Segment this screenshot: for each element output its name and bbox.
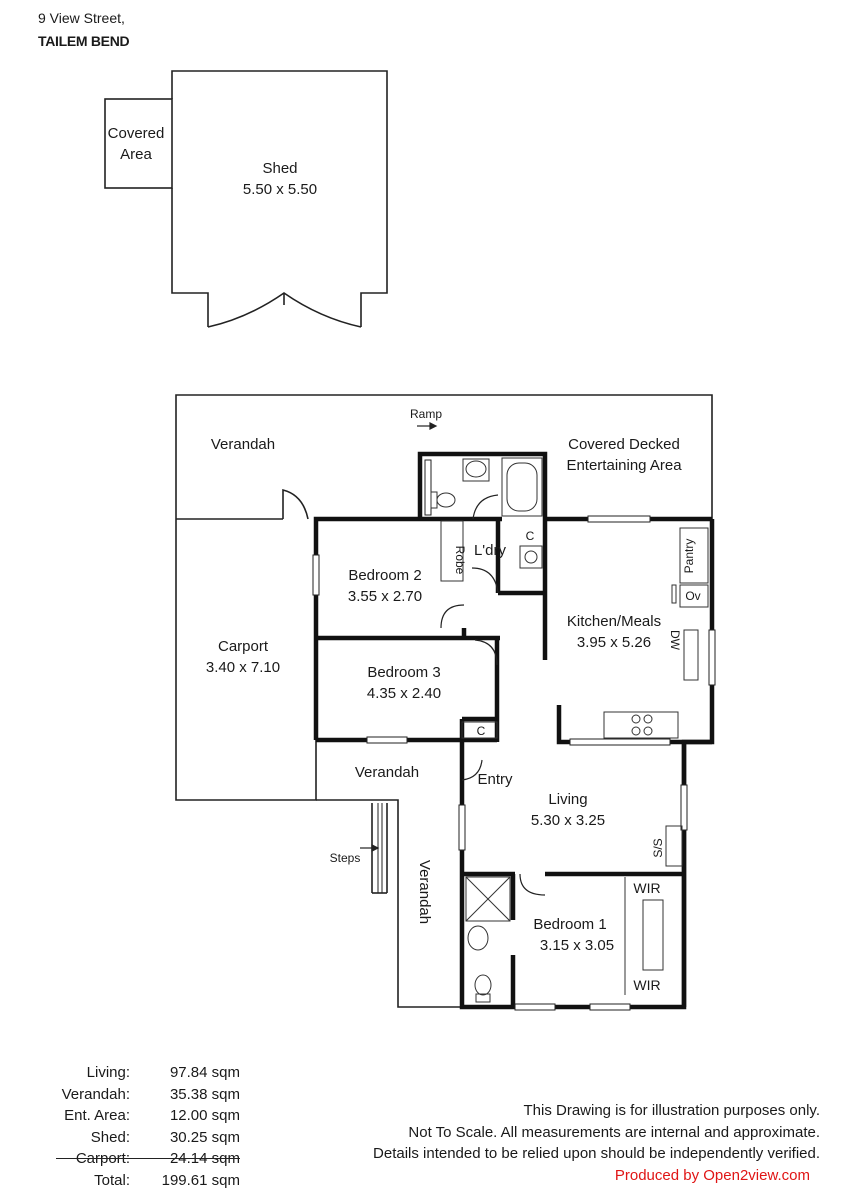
area-summary: Living: 97.84 sqm Verandah: 35.38 sqm En…	[40, 1062, 240, 1191]
robe-label: Robe	[453, 546, 467, 575]
bedroom1-label: Bedroom 1	[533, 916, 606, 933]
area-row-ent-area: Ent. Area: 12.00 sqm	[40, 1105, 240, 1127]
arrow-marks	[360, 422, 438, 852]
address-suburb: TAILEM BEND	[38, 33, 130, 49]
kitchen-label: Kitchen/Meals	[567, 613, 661, 630]
carport-dims: 3.40 x 7.10	[206, 659, 280, 676]
verandah-top-label: Verandah	[211, 436, 275, 453]
covered-area-label-2: Area	[120, 146, 152, 163]
produced-by: Produced by Open2view.com	[614, 1166, 810, 1184]
area-row-verandah: Verandah: 35.38 sqm	[40, 1084, 240, 1106]
bedroom2-dims: 3.55 x 2.70	[348, 588, 422, 605]
pantry-label: Pantry	[682, 539, 696, 574]
address-street: 9 View Street,	[38, 10, 125, 26]
area-row-living: Living: 97.84 sqm	[40, 1062, 240, 1084]
disclaimer-line-1: This Drawing is for illustration purpose…	[523, 1102, 820, 1119]
decked-label-1: Covered Decked	[568, 436, 680, 453]
shed-dims: 5.50 x 5.50	[243, 181, 317, 198]
area-value: 35.38 sqm	[169, 1085, 240, 1103]
wir-label-1: WIR	[633, 880, 660, 896]
area-label: Ent. Area:	[64, 1107, 130, 1124]
area-row-shed: Shed: 30.25 sqm	[40, 1127, 240, 1149]
verandah-mid-label: Verandah	[355, 764, 419, 781]
area-row-total: Total: 199.61 sqm	[40, 1170, 240, 1192]
bedroom1-dims: 3.15 x 3.05	[540, 937, 614, 954]
living-label: Living	[548, 791, 587, 808]
area-value: 97.84 sqm	[169, 1064, 240, 1081]
area-label: Total:	[94, 1171, 130, 1189]
disclaimer-line-2: Not To Scale. All measurements are inter…	[408, 1123, 820, 1141]
ss-label: S/S	[651, 838, 665, 857]
area-value: 30.25 sqm	[169, 1128, 240, 1146]
shed-outline	[104, 70, 388, 328]
area-value: 12.00 sqm	[169, 1107, 240, 1124]
ramp-label: Ramp	[410, 407, 442, 421]
decked-label-2: Entertaining Area	[566, 457, 682, 474]
disclaimer: This Drawing is for illustration purpose…	[373, 1100, 820, 1186]
disclaimer-line-3: Details intended to be relied upon shoul…	[373, 1145, 820, 1162]
fixtures	[430, 457, 709, 1003]
verandah-outline	[175, 394, 713, 1008]
wir-label-2: WIR	[633, 977, 660, 993]
steps-label: Steps	[330, 851, 361, 865]
covered-area-label-1: Covered	[108, 125, 165, 142]
total-divider	[56, 1158, 240, 1159]
interior-walls	[313, 451, 715, 1010]
laundry-cupboard-label: C	[526, 529, 535, 543]
laundry-label: L'dry	[474, 542, 507, 559]
area-label: Shed:	[90, 1128, 130, 1146]
bedroom3-dims: 4.35 x 2.40	[367, 685, 441, 702]
kitchen-dims: 3.95 x 5.26	[577, 634, 651, 651]
area-label: Verandah:	[61, 1085, 130, 1103]
window-marks	[312, 459, 716, 1011]
bedroom2-label: Bedroom 2	[348, 567, 421, 584]
entry-cupboard-label: C	[477, 724, 486, 738]
area-value: 199.61 sqm	[161, 1171, 240, 1189]
carport-label: Carport	[218, 638, 269, 655]
door-swings	[440, 494, 546, 896]
oven-label: Ov	[685, 589, 700, 603]
entry-label: Entry	[477, 771, 513, 788]
shed-label: Shed	[262, 160, 297, 177]
verandah-side-label: Verandah	[416, 860, 433, 924]
bedroom3-label: Bedroom 3	[367, 664, 440, 681]
living-dims: 5.30 x 3.25	[531, 812, 605, 829]
dishwasher-label: DW	[668, 630, 682, 651]
area-label: Living:	[86, 1064, 130, 1081]
